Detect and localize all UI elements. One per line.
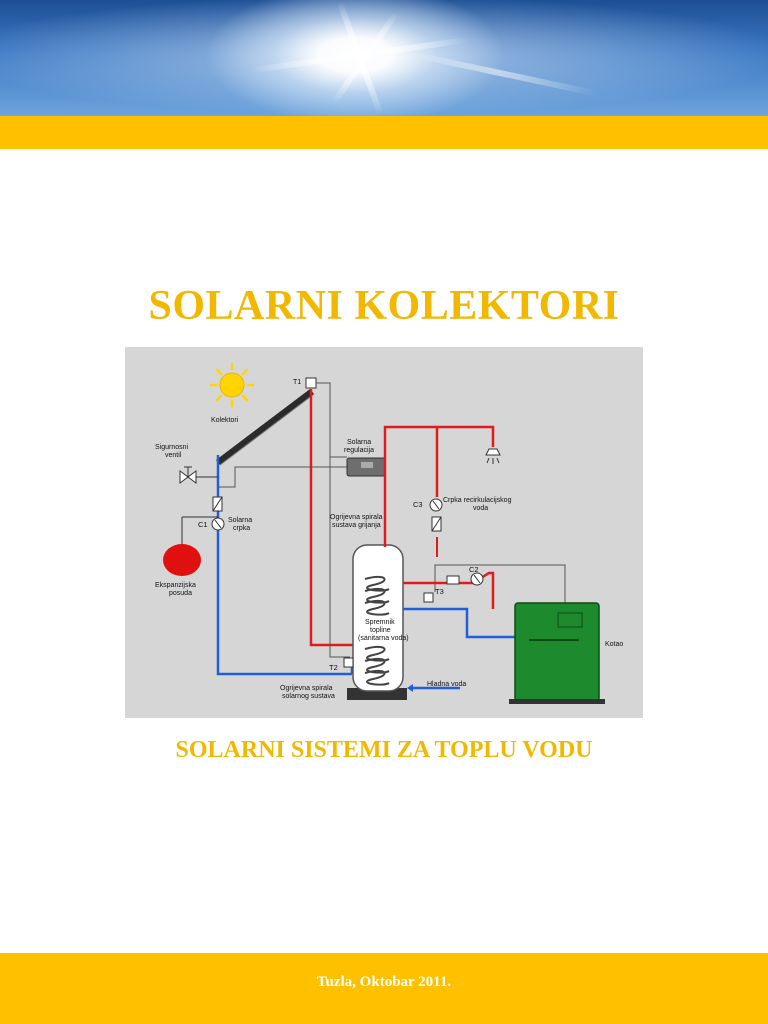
footer-place-date: Tuzla, Oktobar 2011. [316,974,452,990]
label-spremnik-topline: topline [370,627,391,634]
hot-pipe [309,389,353,647]
label-t3: T3 [435,587,444,596]
sky-banner [0,0,768,116]
label-t2: T2 [329,663,338,672]
label-c2: C2 [469,565,479,574]
shower-icon [485,448,501,464]
label-spremnik-topline: (sanitarna voda) [358,635,409,642]
label-solarna-crpka: crpka [233,525,250,532]
cold-pipe [216,455,352,676]
label-ekspanzijska-posuda: posuda [169,590,192,597]
hot-pipe [383,425,495,547]
solar-collector [216,389,315,473]
label-solarna-regulacija: regulacija [344,447,374,454]
label-solarna-crpka: Solarna [228,517,252,524]
label-sigurnosni-ventil: Sigurnosni [155,444,189,451]
document-subtitle: SOLARNI SISTEMI ZA TOPLU VODU [175,737,593,763]
c1-pump-icon [211,496,225,531]
label-hladna-voda: Hladna voda [427,681,466,688]
arrow-left-icon [407,684,413,692]
control-wires [218,382,566,658]
label-crpka-recirkulacijskog: Crpka recirkulacijskog [443,497,512,504]
top-yellow-band [0,116,768,149]
safety-valve-icon [179,466,218,484]
label-ekspanzijska-posuda: Ekspanzijska [155,582,196,589]
sun-icon [209,362,255,408]
label-c3: C3 [413,500,423,509]
label-t1: T1 [293,379,301,386]
storage-tank [347,544,407,700]
label-kotao: Kotao [605,641,623,648]
label-solarna-regulacija: Solarna [347,439,371,446]
label-sigurnosni-ventil: ventil [165,452,182,459]
label-ogrijevna-grijanja: Ogrijevna spirala [330,514,383,521]
boiler [509,602,605,704]
t1-sensor [305,377,317,389]
sun-ray [401,49,599,97]
bottom-yellow-band [0,953,768,1024]
solar-regulation-box [346,457,386,477]
label-ogrijevna-solarnog: solarnog sustava [282,693,335,700]
label-c1: C1 [198,520,208,529]
t3-sensor [423,592,434,603]
solar-system-diagram: T1 Kolektori Sigurnosni ventil Solarna r… [125,347,643,718]
t2-sensor [343,657,354,668]
expansion-vessel [163,516,218,576]
label-ogrijevna-grijanja: sustava grijanja [332,522,381,529]
document-title: SOLARNI KOLEKTORI [148,283,620,329]
label-kolektori: Kolektori [211,417,239,424]
c2-pump-icon [446,572,484,586]
label-ogrijevna-solarnog: Ogrijevna spirala [280,685,333,692]
label-crpka-recirkulacijskog: voda [473,505,488,512]
c3-pump-icon [429,498,443,532]
cold-pipe [403,607,517,639]
label-spremnik-topline: Spremnik [365,619,395,626]
